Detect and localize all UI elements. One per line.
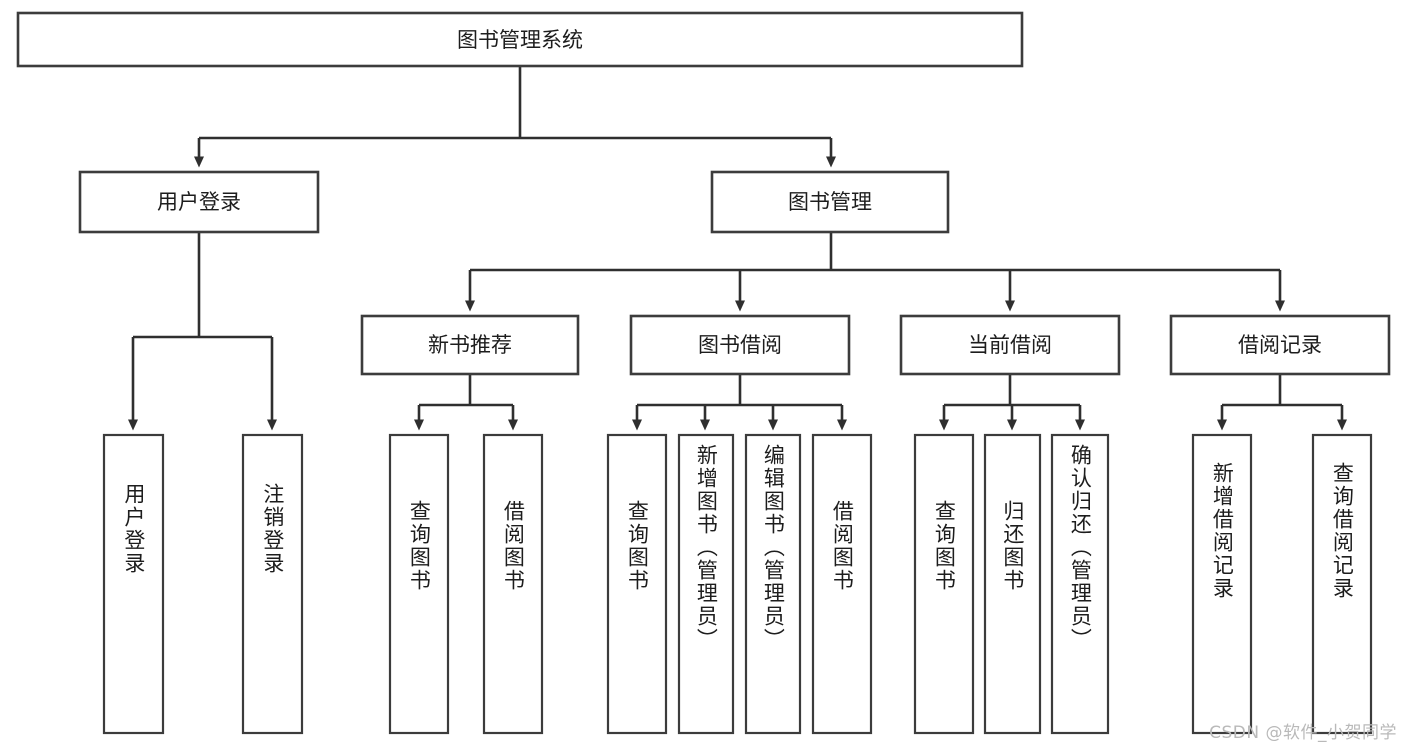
node-box-user-login[interactable]: [78, 170, 320, 234]
node-label-book-manage: 图书管理: [788, 190, 872, 214]
node-box-new-book-recommend[interactable]: [360, 314, 580, 376]
node-box-leaf-borrow-book-1[interactable]: [482, 433, 544, 735]
node-box-leaf-query-book-1[interactable]: [388, 433, 450, 735]
label-layer: 图书管理系统 用户登录 图书管理 新书推荐 图书借阅 当前借阅 借阅记录: [157, 28, 1322, 357]
node-label-borrow-record: 借阅记录: [1238, 333, 1322, 357]
node-label-book-borrow: 图书借阅: [698, 333, 782, 357]
node-label-root: 图书管理系统: [457, 28, 583, 52]
node-box-leaf-borrow-book-2[interactable]: [811, 433, 873, 735]
node-label-user-login: 用户登录: [157, 190, 241, 214]
node-box-leaf-confirm-return[interactable]: [1050, 433, 1110, 735]
node-box-leaf-edit-book[interactable]: [744, 433, 802, 735]
node-box-borrow-record[interactable]: [1169, 314, 1391, 376]
node-box-leaf-query-book-2[interactable]: [606, 433, 668, 735]
node-layer: [16, 11, 1391, 735]
node-box-current-borrow[interactable]: [899, 314, 1121, 376]
node-box-leaf-logout[interactable]: [241, 433, 304, 735]
node-box-leaf-query-record[interactable]: [1311, 433, 1373, 735]
node-box-leaf-return-book[interactable]: [983, 433, 1042, 735]
node-box-root[interactable]: [16, 11, 1024, 68]
watermark-text: CSDN @软件_小贺同学: [1209, 723, 1397, 743]
node-box-book-manage[interactable]: [710, 170, 950, 234]
node-label-current-borrow: 当前借阅: [968, 333, 1052, 357]
node-box-leaf-add-record[interactable]: [1191, 433, 1253, 735]
node-box-leaf-query-book-3[interactable]: [913, 433, 975, 735]
node-box-book-borrow[interactable]: [629, 314, 851, 376]
node-box-leaf-add-book[interactable]: [677, 433, 735, 735]
connector-layer: [128, 66, 1347, 431]
node-label-new-book-recommend: 新书推荐: [428, 333, 512, 357]
node-box-leaf-user-login[interactable]: [102, 433, 165, 735]
